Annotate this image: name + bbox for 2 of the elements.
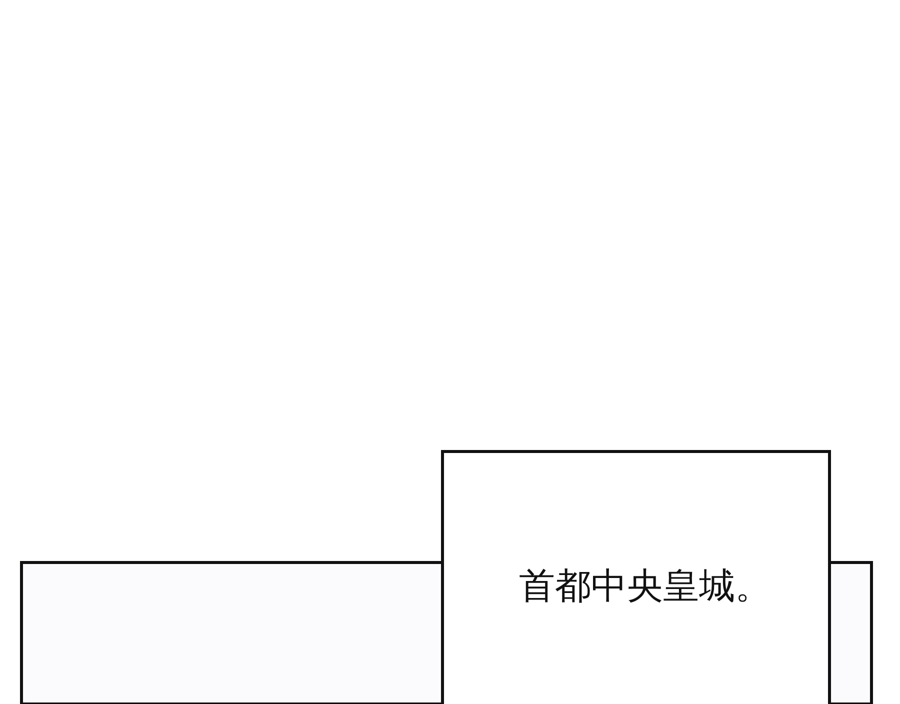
caption-text: 首都中央皇城。 (519, 565, 771, 608)
caption-box (441, 450, 831, 704)
